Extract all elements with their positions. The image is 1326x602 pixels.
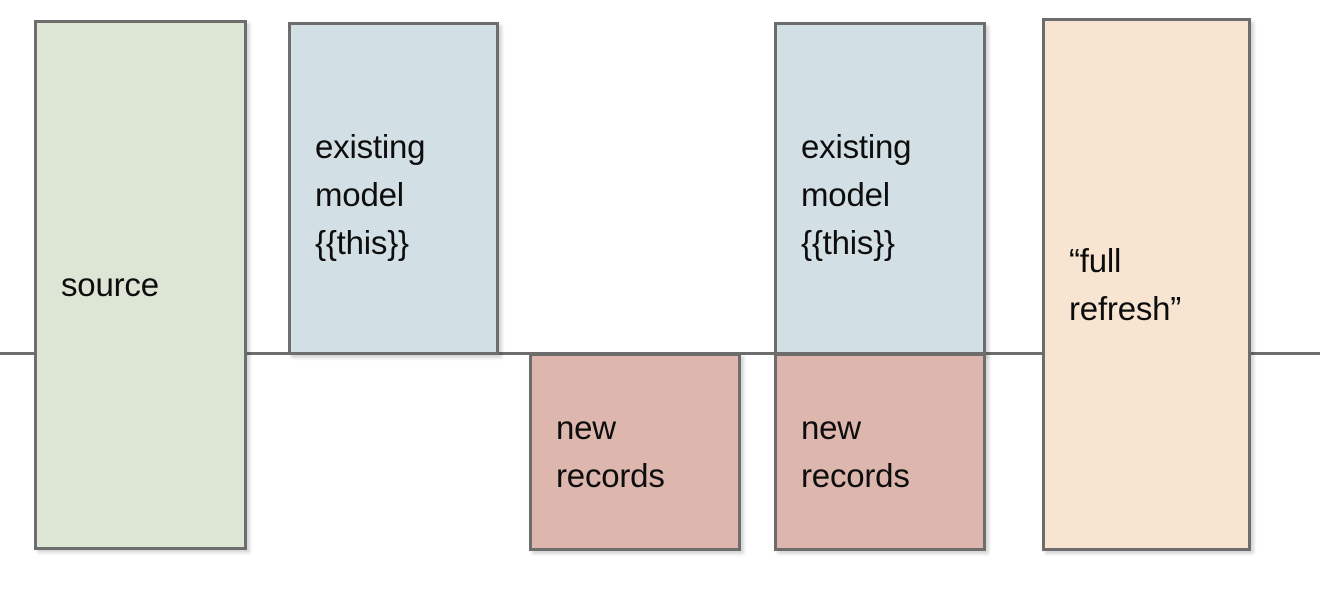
block-existing-model-2-label: existing model {{this}} [801, 128, 912, 261]
block-existing-model-1-label: existing model {{this}} [315, 128, 426, 261]
block-source-label: source [61, 266, 159, 303]
block-new-records-1-label: new records [556, 409, 665, 494]
block-existing-model-2[interactable]: existing model {{this}} [774, 22, 986, 355]
block-existing-model-1[interactable]: existing model {{this}} [288, 22, 499, 355]
block-new-records-2[interactable]: new records [774, 353, 986, 551]
block-new-records-2-label: new records [801, 409, 910, 494]
block-full-refresh-label: “full refresh” [1069, 241, 1182, 327]
block-new-records-1[interactable]: new records [529, 353, 741, 551]
block-full-refresh[interactable]: “full refresh” [1042, 18, 1251, 551]
block-source[interactable]: source [34, 20, 247, 550]
